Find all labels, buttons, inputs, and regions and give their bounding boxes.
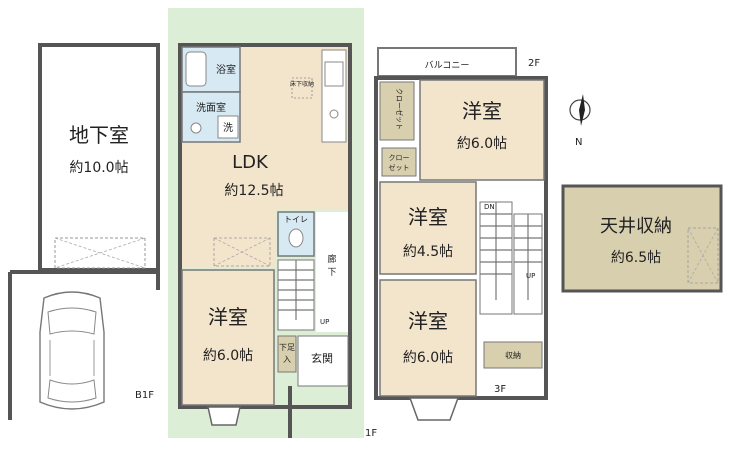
entrance-name: 玄関 <box>311 351 333 365</box>
stairs-3f-label: UP <box>526 272 535 280</box>
underfloor-name: 床下収納 <box>290 80 314 88</box>
western-room-1f <box>181 269 275 406</box>
bay-window-3f <box>408 397 460 421</box>
western-2f-a-size: 約6.0帖 <box>457 136 507 152</box>
western-room-2f-a <box>419 79 545 181</box>
washroom-name: 洗面室 <box>196 101 226 114</box>
western-3f-size: 約6.0帖 <box>403 350 453 366</box>
f3-floor-label: 3F <box>494 384 506 395</box>
bath-name: 浴室 <box>216 63 236 76</box>
bay-window <box>207 406 241 426</box>
western-3f-name: 洋室 <box>408 309 448 333</box>
western-2f-a-name: 洋室 <box>462 99 502 123</box>
stove-icon <box>324 61 344 87</box>
shoe-name-2: 入 <box>283 355 291 364</box>
closet-b-name-2: ゼット <box>389 163 410 172</box>
compass-north: N <box>575 137 582 148</box>
closet-b <box>381 147 417 177</box>
western-2f-b-size: 約4.5帖 <box>403 244 453 260</box>
f2-f3-floor: バルコニー 2F 洋室 約6.0帖 クローゼット クロー ゼット 洋室 約4.5… <box>374 47 548 421</box>
corridor-name-1: 廊 <box>327 253 336 265</box>
western-room-2f-b <box>379 181 477 275</box>
bathtub-icon <box>185 51 207 87</box>
f1-floor: 浴室 洗面室 洗 床下収納 LDK 約12.5帖 トイレ 廊 下 <box>168 8 377 439</box>
basement-name: 地下室 <box>69 123 129 147</box>
closet-b-name-1: クロー <box>389 154 410 162</box>
attic-storage <box>561 184 723 293</box>
b1-floor: 地下室 約10.0帖 B1F <box>8 43 160 420</box>
western-1f-name: 洋室 <box>208 305 248 329</box>
storage-3f-name: 収納 <box>505 350 521 360</box>
compass-icon: N <box>569 94 591 148</box>
washer-name: 洗 <box>223 122 233 134</box>
shoe-name-1: 下足 <box>279 343 295 352</box>
corridor-name-2: 下 <box>327 268 336 278</box>
b1-floor-label: B1F <box>135 390 154 401</box>
car-icon <box>39 291 105 410</box>
washer-box <box>217 115 239 139</box>
closet-a <box>379 81 415 141</box>
western-room-3f <box>379 279 477 397</box>
balcony-name: バルコニー <box>425 60 470 71</box>
ldk-name: LDK <box>232 152 269 173</box>
washbasin-icon <box>190 122 202 134</box>
underfloor-storage <box>291 77 313 99</box>
ldk-size: 約12.5帖 <box>224 183 283 199</box>
attic-name: 天井収納 <box>600 216 672 237</box>
toilet-icon <box>288 228 304 248</box>
storage-3f <box>483 341 543 369</box>
attic-size: 約6.5帖 <box>611 250 661 266</box>
western-2f-b-name: 洋室 <box>408 205 448 229</box>
f2-floor-label: 2F <box>528 58 540 69</box>
stairs-3f: UP <box>513 213 543 315</box>
western-1f-size: 約6.0帖 <box>203 348 253 364</box>
stairs-2f: DN <box>479 201 513 315</box>
basement-room <box>38 43 160 272</box>
stairs-2f-label: DN <box>484 203 495 211</box>
stairs-1f-label: UP <box>320 318 329 326</box>
closet-a-name: クローゼット <box>395 88 404 130</box>
basement-storage-hatch <box>54 237 146 269</box>
stairs-1f: UP <box>277 259 329 331</box>
attic: 天井収納 約6.5帖 <box>561 184 723 293</box>
shoe-storage <box>277 335 297 373</box>
entrance <box>297 335 349 387</box>
toilet-name: トイレ <box>284 215 308 224</box>
sink-icon <box>329 109 339 119</box>
f1-floor-label: 1F <box>365 428 377 439</box>
kitchen-counter <box>321 49 347 143</box>
basement-size: 約10.0帖 <box>69 160 128 176</box>
